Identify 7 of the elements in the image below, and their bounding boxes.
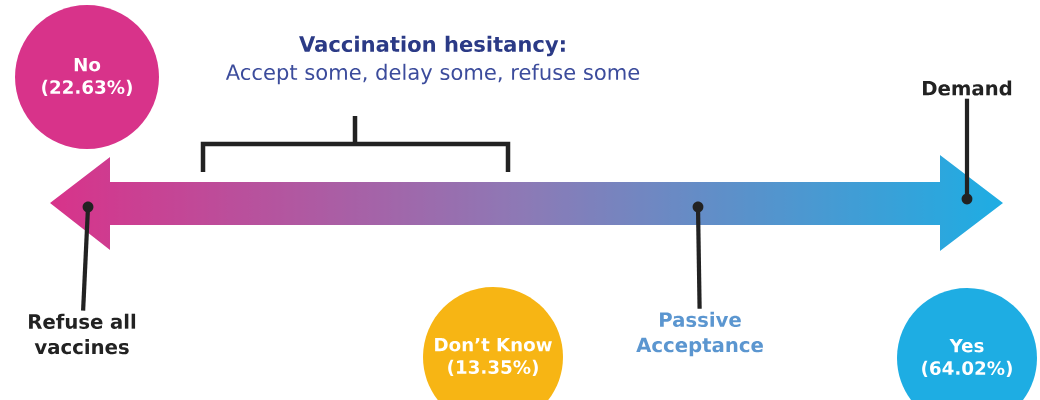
leader-line: [964, 98, 970, 199]
heading: Vaccination hesitancy:: [299, 35, 565, 57]
marker-label: Refuse all vaccines: [29, 313, 136, 355]
leader-line: [695, 206, 702, 309]
marker-label: Demand: [923, 80, 1012, 96]
subheading: Accept some, delay some, refuse some: [225, 63, 640, 85]
marker-label: Passive Acceptance: [636, 311, 763, 357]
